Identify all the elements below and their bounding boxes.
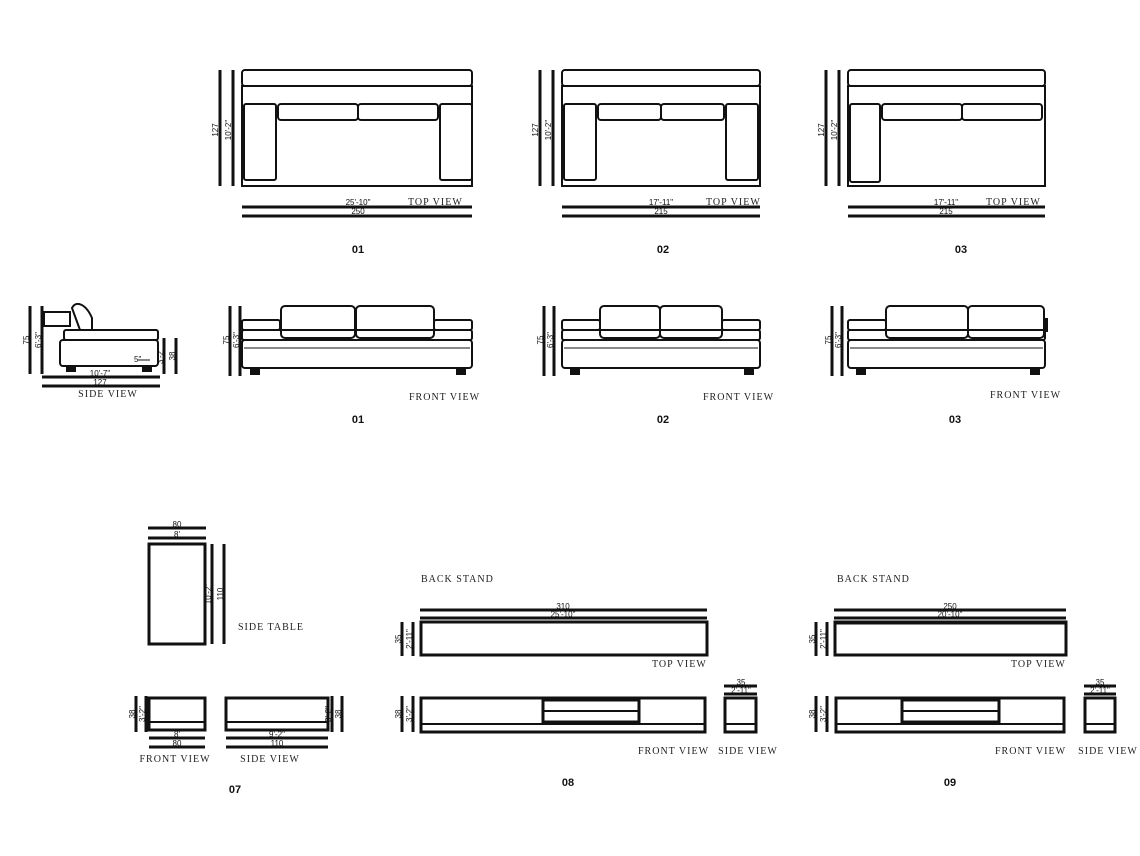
item-number: 01	[352, 414, 364, 426]
dim-label: 35	[1096, 678, 1105, 687]
sofa-02-front-view: 75 6'-3" FRONT VIEW 02	[536, 305, 774, 426]
view-label: FRONT VIEW	[990, 390, 1061, 401]
dim-label: 6'-3"	[232, 332, 241, 348]
dim-label: 3'-2"	[819, 706, 828, 722]
dim-label: 3'-2"	[138, 706, 147, 722]
dim-label: 3'-2"	[324, 706, 333, 722]
dim-label: 80	[173, 739, 182, 748]
dim-label: 127	[211, 123, 220, 137]
dim-label: 127	[93, 378, 107, 387]
sofa-03-top-view: 127 10'-2" 17'-11" 215 TOP VIEW 03	[817, 69, 1046, 256]
view-label: SIDE VIEW	[240, 754, 300, 765]
dim-label: 75	[824, 335, 833, 344]
item-number: 02	[657, 414, 669, 426]
back-stand-label: BACK STAND	[421, 574, 494, 585]
dim-label: 127	[817, 123, 826, 137]
dim-label: 38	[168, 351, 177, 360]
dim-label: 10'-2"	[830, 120, 839, 141]
view-label: FRONT VIEW	[995, 746, 1066, 757]
table-name-label: SIDE TABLE	[238, 622, 304, 633]
dim-label: 110	[271, 739, 284, 748]
dim-label: 17'-11"	[934, 198, 958, 207]
dim-label: 10'-7"	[90, 369, 111, 378]
item-number: 08	[562, 777, 574, 789]
item-number: 03	[949, 414, 961, 426]
dim-label: 10'-2"	[224, 120, 233, 141]
view-label: SIDE VIEW	[78, 389, 138, 400]
side-table-07: 80 8' 10'-2" 110 SIDE TABLE 38 3'-2" 8' …	[128, 520, 344, 796]
back-stand-09: BACK STAND 250 20'-10" 35 2'-11" TOP VIE…	[808, 574, 1138, 789]
sofa-03-front-view: 75 6'-3" FRONT VIEW 03	[824, 305, 1061, 426]
dim-label: 110	[216, 587, 225, 600]
dim-label: 38	[808, 709, 817, 718]
dim-label: 6'-3"	[546, 332, 555, 348]
sofa-02-top-view: 127 10'-2" 17'-11" 215 TOP VIEW 02	[531, 69, 761, 256]
dim-label: 8'	[174, 730, 180, 739]
dim-label: 6'-3"	[834, 332, 843, 348]
view-label: TOP VIEW	[706, 197, 761, 208]
view-label: TOP VIEW	[652, 659, 707, 670]
dim-label: 250	[351, 207, 365, 216]
view-label: TOP VIEW	[408, 197, 463, 208]
dim-label: 215	[939, 207, 953, 216]
dim-label: 9'-2"	[269, 730, 285, 739]
view-label: FRONT VIEW	[638, 746, 709, 757]
dim-label: 215	[654, 207, 668, 216]
view-label: TOP VIEW	[986, 197, 1041, 208]
dim-label: 2'-11"	[819, 629, 828, 649]
view-label: FRONT VIEW	[409, 392, 480, 403]
item-number: 09	[944, 777, 956, 789]
dim-label: 10'-2"	[544, 120, 553, 141]
dim-label: 75	[22, 335, 31, 344]
dim-label: 310	[556, 602, 570, 611]
dim-label: 38	[334, 709, 343, 718]
view-label: FRONT VIEW	[703, 392, 774, 403]
dim-label: 25'-10"	[346, 198, 371, 207]
dim-label: 3'-2"	[156, 348, 165, 364]
sofa-01-top-view: 127 10'-2" 25'-10" 250 TOP VIEW 01	[211, 69, 473, 256]
dim-label: 8'	[174, 530, 180, 539]
item-number: 03	[955, 244, 967, 256]
dim-label: 2'-11"	[405, 629, 414, 649]
back-stand-08: BACK STAND 310 25'-10" 35 2'-11" TOP VIE…	[394, 574, 778, 789]
dim-label: 2'-11"	[1090, 686, 1110, 695]
dim-label: 3'-2"	[405, 706, 414, 722]
dim-label: 35	[394, 634, 403, 643]
item-number: 01	[352, 244, 364, 256]
dim-label: 127	[531, 123, 540, 137]
dim-label: 6'-3"	[34, 332, 43, 348]
dim-label: 250	[943, 602, 957, 611]
dim-label: 17'-11"	[649, 198, 673, 207]
view-label: SIDE VIEW	[718, 746, 778, 757]
sofa-side-view: 75 6'-3" 3'-2" 38 5" 10'-7" 127 SIDE VIE…	[22, 302, 178, 400]
dim-label: 80	[173, 520, 182, 529]
dim-label: 75	[536, 335, 545, 344]
dim-label: 38	[128, 709, 137, 718]
dim-label: 38	[394, 709, 403, 718]
dim-label: 25'-10"	[551, 610, 576, 619]
dim-label: 20'-10"	[938, 610, 963, 619]
dim-label: 35	[808, 634, 817, 643]
dim-label: 5"	[134, 355, 141, 364]
dim-label: 75	[222, 335, 231, 344]
item-number: 07	[229, 784, 241, 796]
sofa-01-front-view: 75 6'-3" FRONT VIEW 01	[222, 305, 480, 426]
view-label: TOP VIEW	[1011, 659, 1066, 670]
dim-label: 2'-11"	[731, 686, 751, 695]
dim-label: 10'-2"	[204, 584, 213, 605]
view-label: FRONT VIEW	[139, 754, 210, 765]
dim-label: 35	[737, 678, 746, 687]
view-label: SIDE VIEW	[1078, 746, 1138, 757]
back-stand-label: BACK STAND	[837, 574, 910, 585]
item-number: 02	[657, 244, 669, 256]
